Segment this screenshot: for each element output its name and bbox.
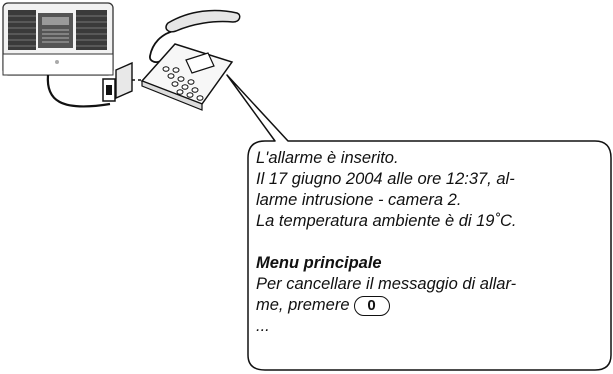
alarm-message: L'allarme è inserito. Il 17 giugno 2004 … [256, 148, 606, 337]
panel-cable [46, 74, 111, 108]
message-line-4: La temperatura ambiente è di 19˚C. [256, 212, 517, 230]
instruction-line-1: Per cancellare il messaggio di allar- [256, 275, 517, 293]
message-line-1: L'allarme è inserito. [256, 149, 399, 167]
alarm-panel-icon [2, 2, 114, 76]
speech-bubble [226, 74, 612, 371]
instruction-text: me, premere [256, 296, 350, 314]
telephone-icon [140, 9, 241, 111]
message-line-2: Il 17 giugno 2004 alle ore 12:37, al- [256, 170, 515, 188]
message-line-3: larme intrusione - camera 2. [256, 191, 462, 209]
ellipsis: ... [256, 317, 270, 335]
menu-heading: Menu principale [256, 254, 382, 272]
key-0-button[interactable]: 0 [353, 295, 390, 316]
blank-line [256, 232, 606, 253]
